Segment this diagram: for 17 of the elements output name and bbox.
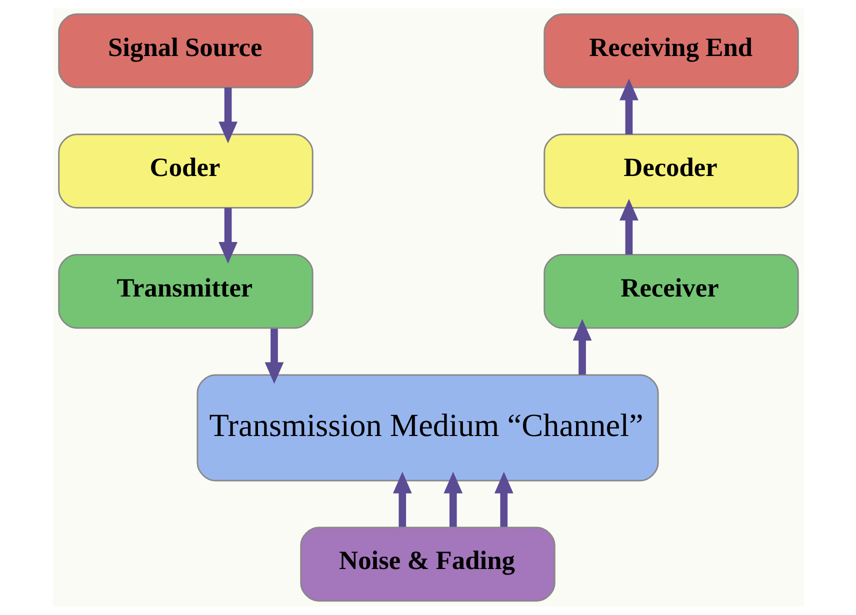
node-box: Noise & Fading <box>300 526 555 602</box>
arrow <box>218 88 237 144</box>
arrow <box>443 472 462 527</box>
arrow <box>264 328 284 384</box>
node-box: Transmitter <box>58 254 313 329</box>
node-box: Decoder <box>543 134 798 208</box>
arrow <box>392 472 412 527</box>
node-box: Signal Source <box>58 13 313 88</box>
arrow <box>619 78 638 134</box>
arrow <box>218 208 237 264</box>
arrow <box>572 318 592 375</box>
node-box: Receiving End <box>543 13 798 88</box>
node-box: Receiver <box>543 254 798 329</box>
node-box: Coder <box>58 134 313 208</box>
arrow <box>494 472 513 527</box>
arrow <box>619 198 638 255</box>
node-box: Transmission Medium “Channel” <box>196 374 658 482</box>
